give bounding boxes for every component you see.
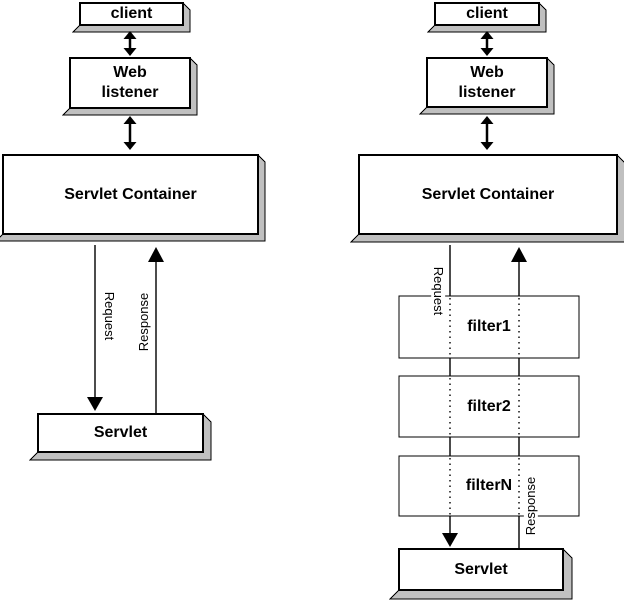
left-weblistener-label: Web listener (101, 64, 159, 101)
right-filter1-label: filter1 (467, 318, 511, 335)
left-request-label: Request (101, 289, 118, 343)
arrowhead-down-icon (480, 48, 494, 56)
arrowhead-down-icon (442, 533, 458, 547)
right-client-label: client (466, 5, 508, 22)
right-container-label: Servlet Container (421, 185, 555, 203)
left-container-label: Servlet Container (64, 185, 197, 203)
left-weblistener-box (69, 57, 191, 109)
arrowhead-down-icon (480, 142, 494, 150)
right-filterN-label: filterN (465, 477, 513, 494)
right-filter2-label: filter2 (467, 397, 511, 415)
arrowhead-up-icon (123, 31, 137, 39)
right-weblistener-label: Web listener (458, 63, 516, 101)
right-filterN-box (398, 455, 580, 517)
right-double-arrow-weblistener-container (480, 116, 494, 150)
arrowhead-down-icon (87, 397, 103, 411)
right-filter2-box (398, 375, 580, 438)
right-request-label: Request (430, 264, 447, 318)
left-servlet-label: Servlet (93, 424, 148, 441)
left-client-box (79, 2, 184, 26)
arrowhead-down-icon (123, 48, 137, 56)
left-client-label: client (110, 5, 153, 22)
arrowhead-up-icon (148, 247, 164, 262)
arrowhead-up-icon (480, 116, 494, 124)
left-response-arrow (148, 247, 164, 413)
arrowhead-up-icon (511, 247, 527, 262)
right-filter1-box (398, 295, 580, 359)
arrowhead-up-icon (480, 31, 494, 39)
left-diagram (0, 1, 266, 461)
right-client-box (434, 2, 540, 26)
right-servlet-label: Servlet (454, 560, 508, 578)
left-double-arrow-weblistener-container (123, 116, 137, 150)
right-container-box (358, 154, 618, 235)
arrowhead-up-icon (123, 116, 137, 124)
left-servlet-box (37, 413, 204, 453)
left-container-box (2, 154, 259, 235)
right-servlet-box (398, 548, 564, 591)
left-double-arrow-client-weblistener (123, 31, 137, 56)
right-double-arrow-client-weblistener (480, 31, 494, 56)
left-response-label: Response (135, 290, 152, 354)
right-diagram (349, 1, 624, 600)
right-response-label: Response (522, 474, 539, 538)
left-request-arrow (87, 245, 103, 411)
right-request-arrow (442, 245, 458, 547)
arrowhead-down-icon (123, 142, 137, 150)
right-response-arrow (511, 247, 527, 549)
right-weblistener-box (426, 57, 548, 108)
